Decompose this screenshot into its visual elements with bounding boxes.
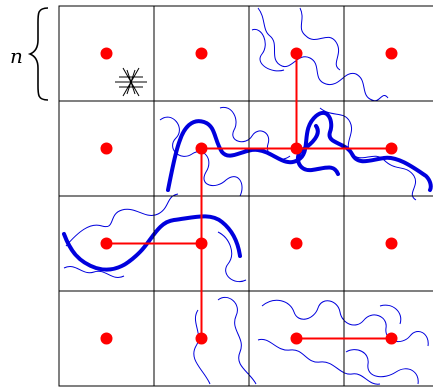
thin-curve-center-low [194, 232, 256, 384]
lattice-dot [196, 143, 208, 155]
lattice-dot [196, 333, 208, 345]
lattice-dot [101, 238, 113, 250]
lattice-dot [386, 143, 398, 155]
lattice-dot [101, 143, 113, 155]
brace [30, 8, 48, 100]
lattice-dot [291, 48, 303, 60]
snowflake-icon [115, 68, 147, 96]
lattice-dot [101, 333, 113, 345]
lattice-dot [386, 238, 398, 250]
lattice-dot [291, 143, 303, 155]
lattice-dot [386, 333, 398, 345]
lattice-dot [386, 48, 398, 60]
grid-cells [59, 6, 433, 386]
lattice-dot [291, 238, 303, 250]
thin-curve-top-right [258, 8, 388, 101]
brace-label: n [10, 44, 23, 68]
lattice-dot [196, 48, 208, 60]
thick-blue-curves [64, 113, 431, 270]
lattice-dot [196, 238, 208, 250]
thin-curve-bottom-right [258, 300, 428, 384]
thick-curve-upper-loop [298, 126, 338, 174]
lattice-dot [101, 48, 113, 60]
lattice-dot [291, 333, 303, 345]
